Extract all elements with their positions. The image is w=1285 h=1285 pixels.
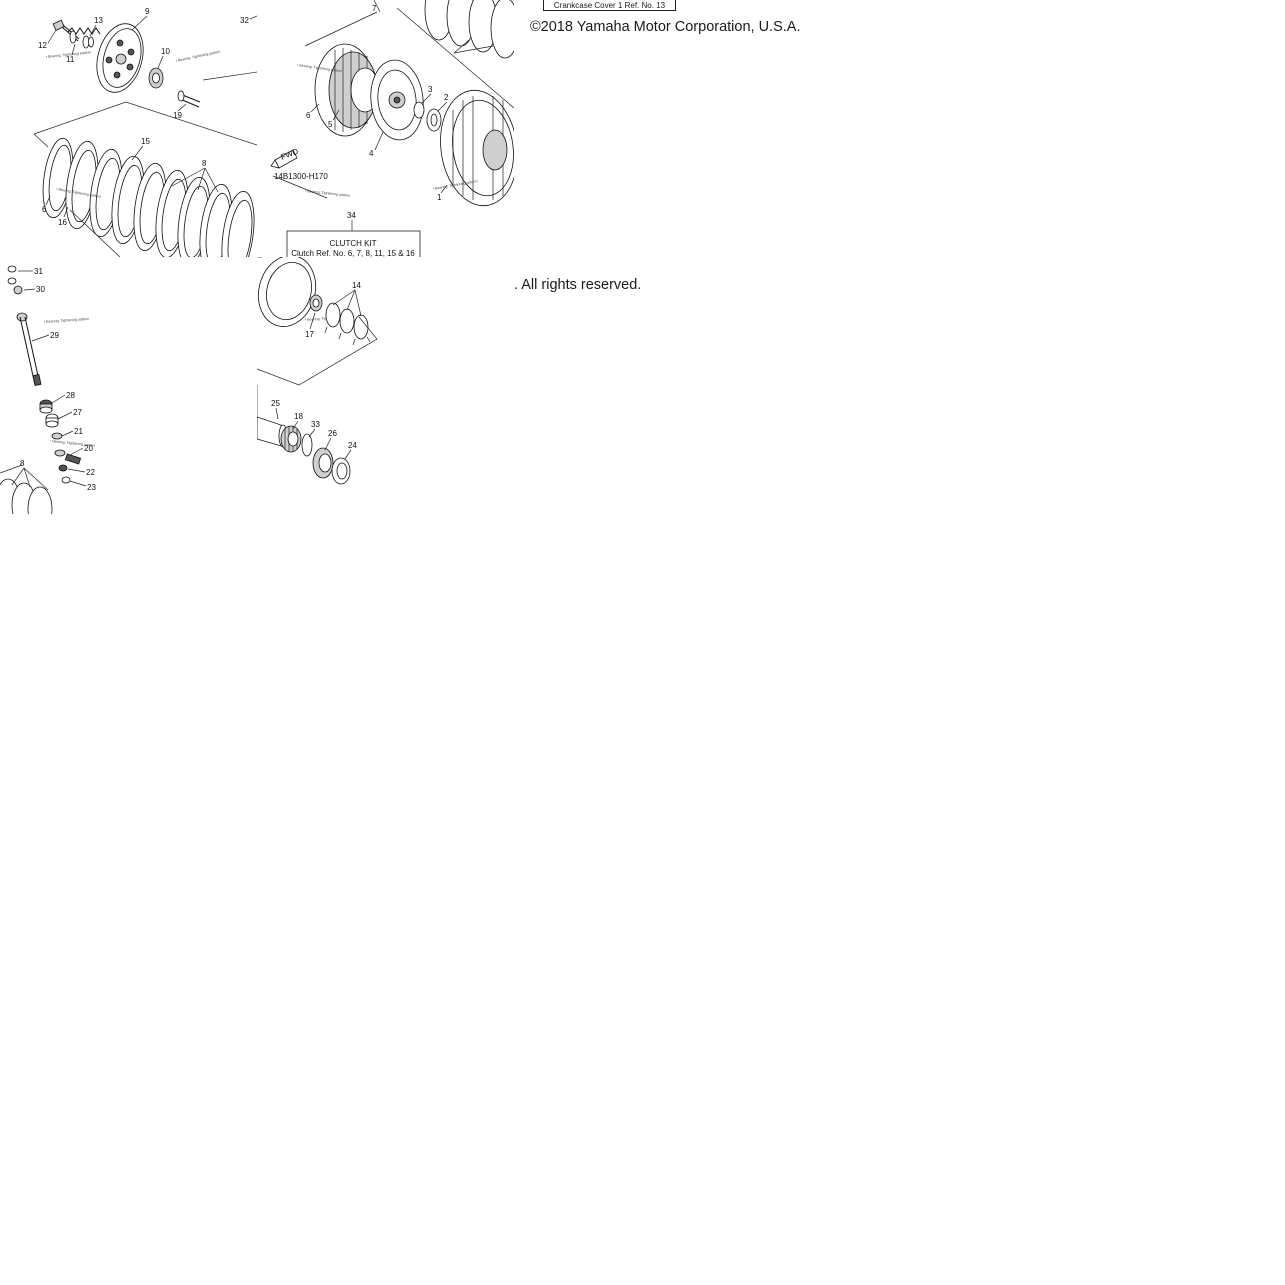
bearing-10-part[interactable] <box>148 67 164 89</box>
clutch-housing-drawing: 7 • Bearing: Tightening pattern 6 5 <box>270 0 514 257</box>
clutch-kit-contents: Clutch Ref. No. 6, 7, 8, 11, 15 & 16 <box>291 249 415 257</box>
friction-plate-large-part[interactable] <box>257 257 323 333</box>
washer-24-part[interactable] <box>331 457 351 485</box>
callout-25: 25 <box>271 399 280 408</box>
callout-34: 34 <box>347 211 356 220</box>
bushing-30-part[interactable] <box>13 285 23 295</box>
diagram-tile-push-lever: 31 30 • Bearing: Tightening pattern 29 2… <box>0 257 257 514</box>
svg-text:• Bearing: Tightening pattern: • Bearing: Tightening pattern <box>56 187 101 199</box>
callout-21: 21 <box>74 427 83 436</box>
callout-18: 18 <box>294 412 303 421</box>
clutch-kit-title: CLUTCH KIT <box>329 239 376 248</box>
lever-20-part[interactable] <box>54 449 82 465</box>
bearing-27-part[interactable] <box>45 413 59 428</box>
callout-20: 20 <box>84 444 93 453</box>
callout-30: 30 <box>36 285 45 294</box>
callout-26: 26 <box>328 429 337 438</box>
bearing-set-drawing: • Bearing: Tightening pattern 17 14 25 1… <box>257 257 378 485</box>
callout-24: 24 <box>348 441 357 450</box>
clutch-plate-stack-part[interactable] <box>39 136 257 257</box>
pressure-plate-drawing: 12 11 13 9 10 <box>33 7 257 257</box>
callout-27: 27 <box>73 408 82 417</box>
callout-32: 32 <box>240 16 249 25</box>
callout-1: 1 <box>437 193 442 202</box>
callout-17: 17 <box>305 330 314 339</box>
pressure-plate-9-part[interactable] <box>90 18 151 97</box>
callout-4: 4 <box>369 149 374 158</box>
callout-5: 5 <box>328 120 333 129</box>
washer-23-part[interactable] <box>61 476 71 484</box>
crankcase-cover-note: Crankcase Cover 1 Ref. No. 13 <box>543 0 676 11</box>
circlip-21-part[interactable] <box>51 432 63 440</box>
callout-7: 7 <box>372 4 377 13</box>
diagram-tile-pressure-plate: 12 11 13 9 10 <box>0 0 257 257</box>
callout-9: 9 <box>145 7 150 16</box>
gear-26-part[interactable] <box>312 447 334 479</box>
callout-19: 19 <box>173 111 182 120</box>
rights-notice: . All rights reserved. <box>514 277 642 293</box>
svg-text:• Bearing: Tightening pattern: • Bearing: Tightening pattern <box>305 189 351 198</box>
callout-3: 3 <box>428 85 433 94</box>
washer-13-part[interactable] <box>88 36 94 48</box>
push-lever-drawing: 31 30 • Bearing: Tightening pattern 29 2… <box>0 265 96 514</box>
callout-23: 23 <box>87 483 96 492</box>
callout-11: 11 <box>66 55 75 64</box>
callout-15: 15 <box>141 137 150 146</box>
plates-bottom-left-part[interactable] <box>0 478 53 514</box>
callout-12: 12 <box>38 41 47 50</box>
svg-text:• Bearing: Tightening pattern: • Bearing: Tightening pattern <box>432 179 477 191</box>
diagram-code: 14B1300-H170 <box>274 172 328 181</box>
spring-11-part[interactable] <box>67 27 101 49</box>
clutch-kit-box <box>286 230 421 257</box>
seat-17-part[interactable] <box>309 294 323 312</box>
callout-29: 29 <box>50 331 59 340</box>
clutch-hub-4-part[interactable] <box>367 58 427 143</box>
svg-text:• Bearing: Tightening pattern: • Bearing: Tightening pattern <box>44 317 90 324</box>
svg-text:• Bearing: Tightening pattern: • Bearing: Tightening pattern <box>46 50 92 59</box>
callout-22: 22 <box>86 468 95 477</box>
push-lever-shaft-29-part[interactable] <box>16 312 42 386</box>
callout-6-left: 6 <box>42 205 47 214</box>
diagram-tile-clutch-housing: 7 • Bearing: Tightening pattern 6 5 <box>257 0 514 257</box>
callout-6-hub: 6 <box>306 111 311 120</box>
washer-3-part[interactable] <box>413 101 425 119</box>
needle-bearing-18-part[interactable] <box>280 425 302 453</box>
callout-31: 31 <box>34 267 43 276</box>
oil-seal-28-part[interactable] <box>39 399 53 414</box>
callout-33: 33 <box>311 420 320 429</box>
washer-part[interactable] <box>7 277 17 285</box>
callout-8-bottom: 8 <box>20 459 25 468</box>
callout-16: 16 <box>58 218 67 227</box>
clutch-boss-5-part[interactable] <box>314 43 380 137</box>
plates-top-right-part[interactable] <box>424 0 514 59</box>
svg-text:• Bearing: Tightening pattern: • Bearing: Tightening pattern <box>50 439 96 448</box>
callout-14: 14 <box>352 281 361 290</box>
circlip-33-part[interactable] <box>301 433 313 457</box>
callout-10: 10 <box>161 47 170 56</box>
push-rod-19-part[interactable] <box>177 90 201 108</box>
callout-13: 13 <box>94 16 103 25</box>
clutch-housing-1-part[interactable] <box>433 85 514 210</box>
copyright-notice: ©2018 Yamaha Motor Corporation, U.S.A. <box>530 19 801 35</box>
oil-seal-31-part[interactable] <box>7 265 17 273</box>
callout-2: 2 <box>444 93 449 102</box>
spring-plates-14-part[interactable] <box>324 302 371 346</box>
callout-8-top: 8 <box>202 159 207 168</box>
diagram-tile-bearing-set: • Bearing: Tightening pattern 17 14 25 1… <box>257 257 514 514</box>
svg-text:• Bearing: Tightening pattern: • Bearing: Tightening pattern <box>297 63 343 73</box>
callout-28: 28 <box>66 391 75 400</box>
fwd-arrow-icon <box>270 149 298 169</box>
nut-22-part[interactable] <box>58 464 68 472</box>
svg-text:• Bearing: Tightening pattern: • Bearing: Tightening pattern <box>175 50 220 63</box>
